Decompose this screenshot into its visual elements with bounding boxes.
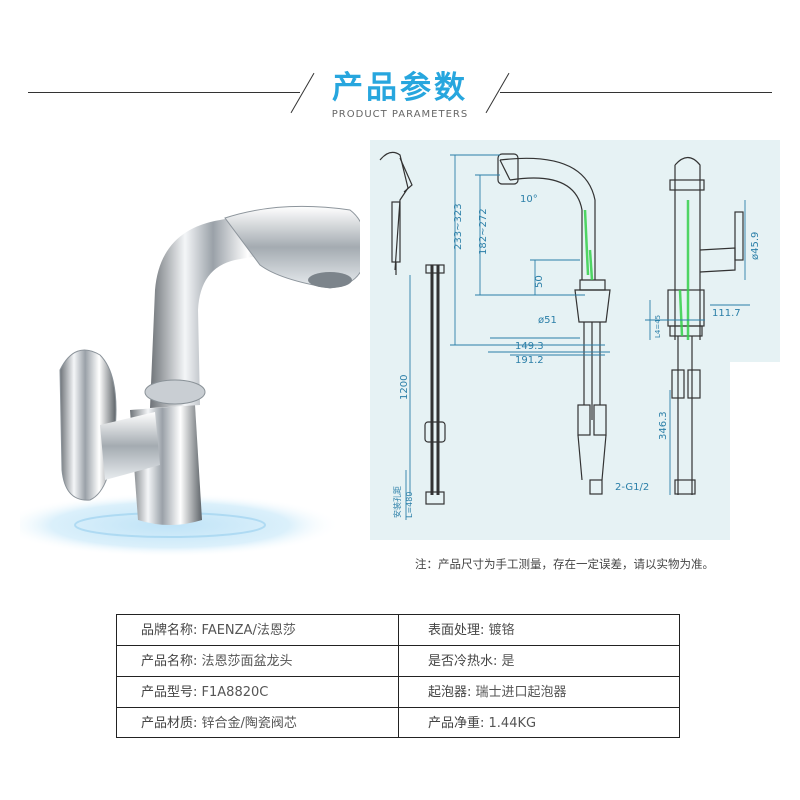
spec-model: 产品型号: F1A8820C	[141, 685, 269, 700]
spec-finish: 表面处理: 镀铬	[428, 623, 515, 638]
technical-drawing: 233~323 182~272 10° 50 ø51 149.3 191.2 1…	[370, 140, 780, 540]
dim-1200: 1200	[399, 375, 410, 400]
page-title: 产品参数	[332, 70, 468, 106]
dim-2-g1-2: 2-G1/2	[615, 482, 649, 493]
dim-346-3: 346.3	[658, 411, 669, 440]
dim-233-323: 233~323	[453, 203, 464, 250]
dim-51: ø51	[538, 315, 557, 326]
spec-aerator: 起泡器: 瑞士进口起泡器	[428, 685, 567, 700]
dim-install-pitch: 安装孔距	[392, 486, 402, 518]
spec-material: 产品材质: 锌合金/陶瓷阀芯	[141, 716, 297, 731]
dim-l4-45: L4=45	[654, 315, 662, 338]
header-rule-right	[500, 92, 772, 93]
spec-product-name: 产品名称: 法恩莎面盆龙头	[141, 654, 293, 669]
header-rule-left	[28, 92, 300, 93]
spec-brand: 品牌名称: FAENZA/法恩莎	[141, 623, 296, 638]
dim-45-9: ø45.9	[750, 232, 761, 260]
dim-182-272: 182~272	[478, 208, 489, 255]
page-subtitle: PRODUCT PARAMETERS	[331, 109, 469, 120]
dim-l480: L=480	[405, 492, 414, 518]
water-splash	[20, 493, 340, 557]
spec-hot-cold: 是否冷热水: 是	[428, 654, 515, 669]
dim-191-2: 191.2	[515, 355, 544, 366]
dim-111-7: 111.7	[712, 308, 741, 319]
spec-table: 品牌名称: FAENZA/法恩莎 表面处理: 镀铬 产品名称: 法恩莎面盆龙头 …	[116, 614, 680, 738]
dim-50: 50	[534, 275, 545, 288]
spec-weight: 产品净重: 1.44KG	[428, 716, 537, 731]
dim-10-deg: 10°	[520, 194, 538, 205]
dim-149-3: 149.3	[515, 341, 544, 352]
faucet-photo	[20, 205, 360, 557]
measurement-note: 注：产品尺寸为手工测量，存在一定误差，请以实物为准。	[415, 557, 714, 571]
